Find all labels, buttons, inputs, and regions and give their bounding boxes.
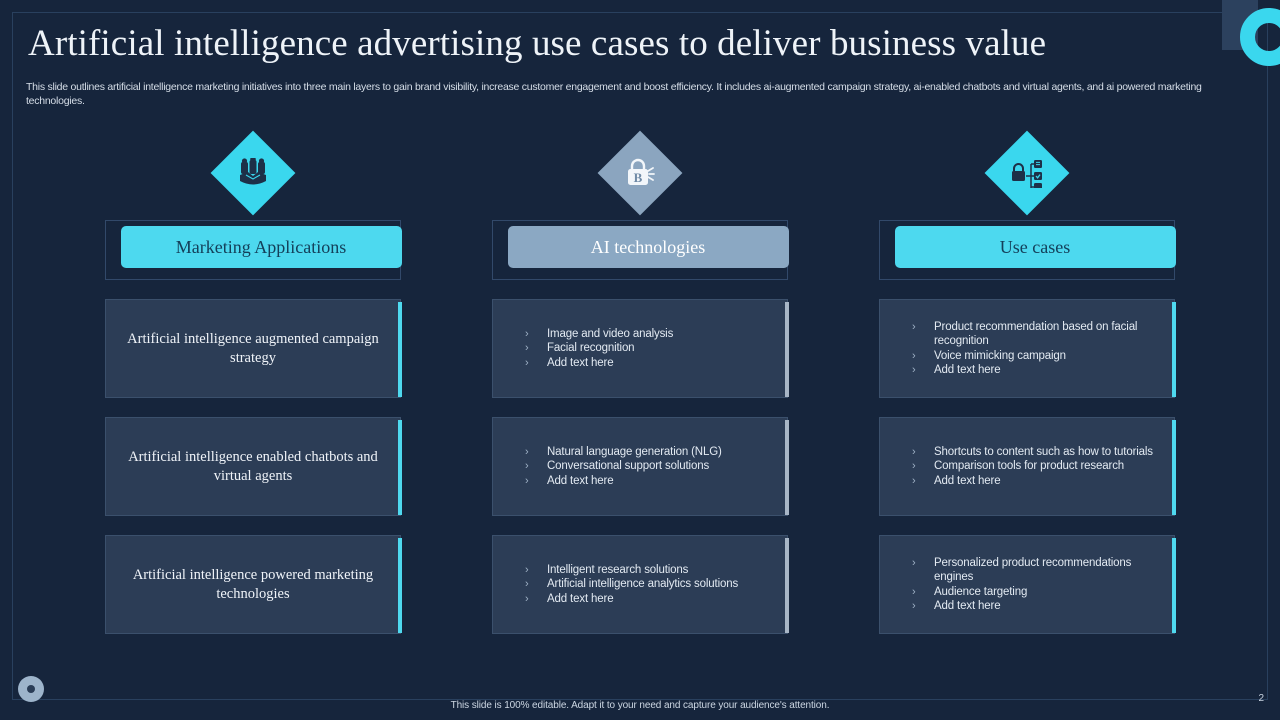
bullet-list: ›Natural language generation (NLG) ›Conv… bbox=[493, 445, 787, 489]
diamond-wrap-3 bbox=[879, 130, 1175, 220]
bullet-list: ›Personalized product recommendations en… bbox=[880, 556, 1174, 614]
column-marketing-applications: Marketing Applications Artificial intell… bbox=[105, 130, 402, 634]
lock-bitcoin-icon: B bbox=[624, 158, 656, 188]
card-accent-bar bbox=[398, 538, 402, 633]
card-aitech-3[interactable]: ›Intelligent research solutions ›Artific… bbox=[492, 535, 789, 634]
chevron-right-icon: › bbox=[525, 474, 529, 487]
chevron-right-icon: › bbox=[912, 349, 916, 362]
card-usecase-2[interactable]: ›Shortcuts to content such as how to tut… bbox=[879, 417, 1176, 516]
list-item: ›Artificial intelligence analytics solut… bbox=[525, 578, 739, 591]
bullet-list: ›Shortcuts to content such as how to tut… bbox=[880, 445, 1174, 489]
chevron-right-icon: › bbox=[525, 445, 529, 458]
chevron-right-icon: › bbox=[912, 364, 916, 376]
page-title: Artificial intelligence advertising use … bbox=[28, 23, 1047, 64]
chevron-right-icon: › bbox=[525, 327, 529, 340]
list-item: ›Voice mimicking campaign bbox=[912, 349, 1066, 362]
list-item: ›Add text here bbox=[912, 474, 1001, 487]
diamond-badge-2: B bbox=[597, 130, 683, 216]
card-accent-bar bbox=[398, 420, 402, 515]
chevron-right-icon: › bbox=[525, 563, 529, 576]
card-marketing-1[interactable]: Artificial intelligence augmented campai… bbox=[105, 299, 402, 398]
card-aitech-2[interactable]: ›Natural language generation (NLG) ›Conv… bbox=[492, 417, 789, 516]
lock-workflow-icon bbox=[1010, 158, 1044, 191]
footer-note: This slide is 100% editable. Adapt it to… bbox=[450, 700, 830, 711]
card-text: Artificial intelligence powered marketin… bbox=[132, 566, 374, 602]
card-text: Artificial intelligence augmented campai… bbox=[127, 330, 379, 366]
column-ai-technologies: B AI technologies ›Image and video analy… bbox=[492, 130, 789, 634]
list-item: ›Facial recognition bbox=[525, 342, 635, 355]
bullet-list: ›Image and video analysis ›Facial recogn… bbox=[493, 327, 787, 371]
list-item: ›Add text here bbox=[525, 474, 614, 487]
list-item: ›Image and video analysis bbox=[525, 327, 674, 340]
header-box-2: AI technologies bbox=[492, 220, 789, 280]
list-item: ›Shortcuts to content such as how to tut… bbox=[912, 445, 1153, 458]
card-usecase-3[interactable]: ›Personalized product recommendations en… bbox=[879, 535, 1176, 634]
handshake-team-icon bbox=[236, 156, 270, 188]
list-item: ›Add text here bbox=[525, 592, 614, 605]
bullet-list: ›Product recommendation based on facial … bbox=[880, 320, 1174, 378]
card-aitech-1[interactable]: ›Image and video analysis ›Facial recogn… bbox=[492, 299, 789, 398]
bullet-list: ›Intelligent research solutions ›Artific… bbox=[493, 563, 787, 607]
column-header-use-cases[interactable]: Use cases bbox=[894, 226, 1176, 268]
list-item: ›Product recommendation based on facial … bbox=[912, 320, 1138, 348]
column-header-ai-technologies[interactable]: AI technologies bbox=[507, 226, 789, 268]
list-item: ›Add text here bbox=[912, 364, 1001, 376]
logo-mark-inner bbox=[27, 685, 35, 693]
chevron-right-icon: › bbox=[525, 592, 529, 605]
card-marketing-3[interactable]: Artificial intelligence powered marketin… bbox=[105, 535, 402, 634]
card-accent-bar bbox=[785, 538, 789, 633]
header-box-1: Marketing Applications bbox=[105, 220, 402, 280]
list-item: ›Personalized product recommendations en… bbox=[912, 556, 1132, 584]
chevron-right-icon: › bbox=[912, 474, 916, 487]
column-use-cases: Use cases ›Product recommendation based … bbox=[879, 130, 1176, 634]
list-item: ›Conversational support solutions bbox=[525, 460, 710, 473]
corner-ring-decoration bbox=[1240, 8, 1280, 66]
page-subtitle: This slide outlines artificial intellige… bbox=[26, 81, 1202, 107]
list-item: ›Add text here bbox=[912, 600, 1001, 612]
diamond-wrap-1 bbox=[105, 130, 401, 220]
chevron-right-icon: › bbox=[912, 556, 916, 569]
card-accent-bar bbox=[785, 420, 789, 515]
chevron-right-icon: › bbox=[525, 356, 529, 369]
list-item: ›Audience targeting bbox=[912, 585, 1028, 598]
diamond-badge-3 bbox=[984, 130, 1070, 216]
card-accent-bar bbox=[785, 302, 789, 397]
diamond-badge-1 bbox=[210, 130, 296, 216]
card-text: Artificial intelligence enabled chatbots… bbox=[128, 448, 378, 484]
chevron-right-icon: › bbox=[912, 320, 916, 333]
card-accent-bar bbox=[1172, 302, 1176, 397]
column-header-marketing-applications[interactable]: Marketing Applications bbox=[120, 226, 402, 268]
list-item: ›Comparison tools for product research bbox=[912, 460, 1125, 473]
card-usecase-1[interactable]: ›Product recommendation based on facial … bbox=[879, 299, 1176, 398]
list-item: ›Natural language generation (NLG) bbox=[525, 445, 722, 458]
card-accent-bar bbox=[398, 302, 402, 397]
chevron-right-icon: › bbox=[912, 445, 916, 458]
list-item: ›Add text here bbox=[525, 356, 614, 369]
page-number: 2 bbox=[1258, 693, 1264, 704]
chevron-right-icon: › bbox=[525, 460, 529, 473]
card-marketing-2[interactable]: Artificial intelligence enabled chatbots… bbox=[105, 417, 402, 516]
chevron-right-icon: › bbox=[912, 460, 916, 473]
svg-text:B: B bbox=[634, 170, 643, 185]
logo-mark bbox=[18, 676, 44, 702]
chevron-right-icon: › bbox=[525, 578, 529, 591]
card-accent-bar bbox=[1172, 420, 1176, 515]
header-box-3: Use cases bbox=[879, 220, 1176, 280]
chevron-right-icon: › bbox=[912, 600, 916, 612]
diamond-wrap-2: B bbox=[492, 130, 788, 220]
list-item: ›Intelligent research solutions bbox=[525, 563, 689, 576]
chevron-right-icon: › bbox=[525, 342, 529, 355]
chevron-right-icon: › bbox=[912, 585, 916, 598]
card-accent-bar bbox=[1172, 538, 1176, 633]
